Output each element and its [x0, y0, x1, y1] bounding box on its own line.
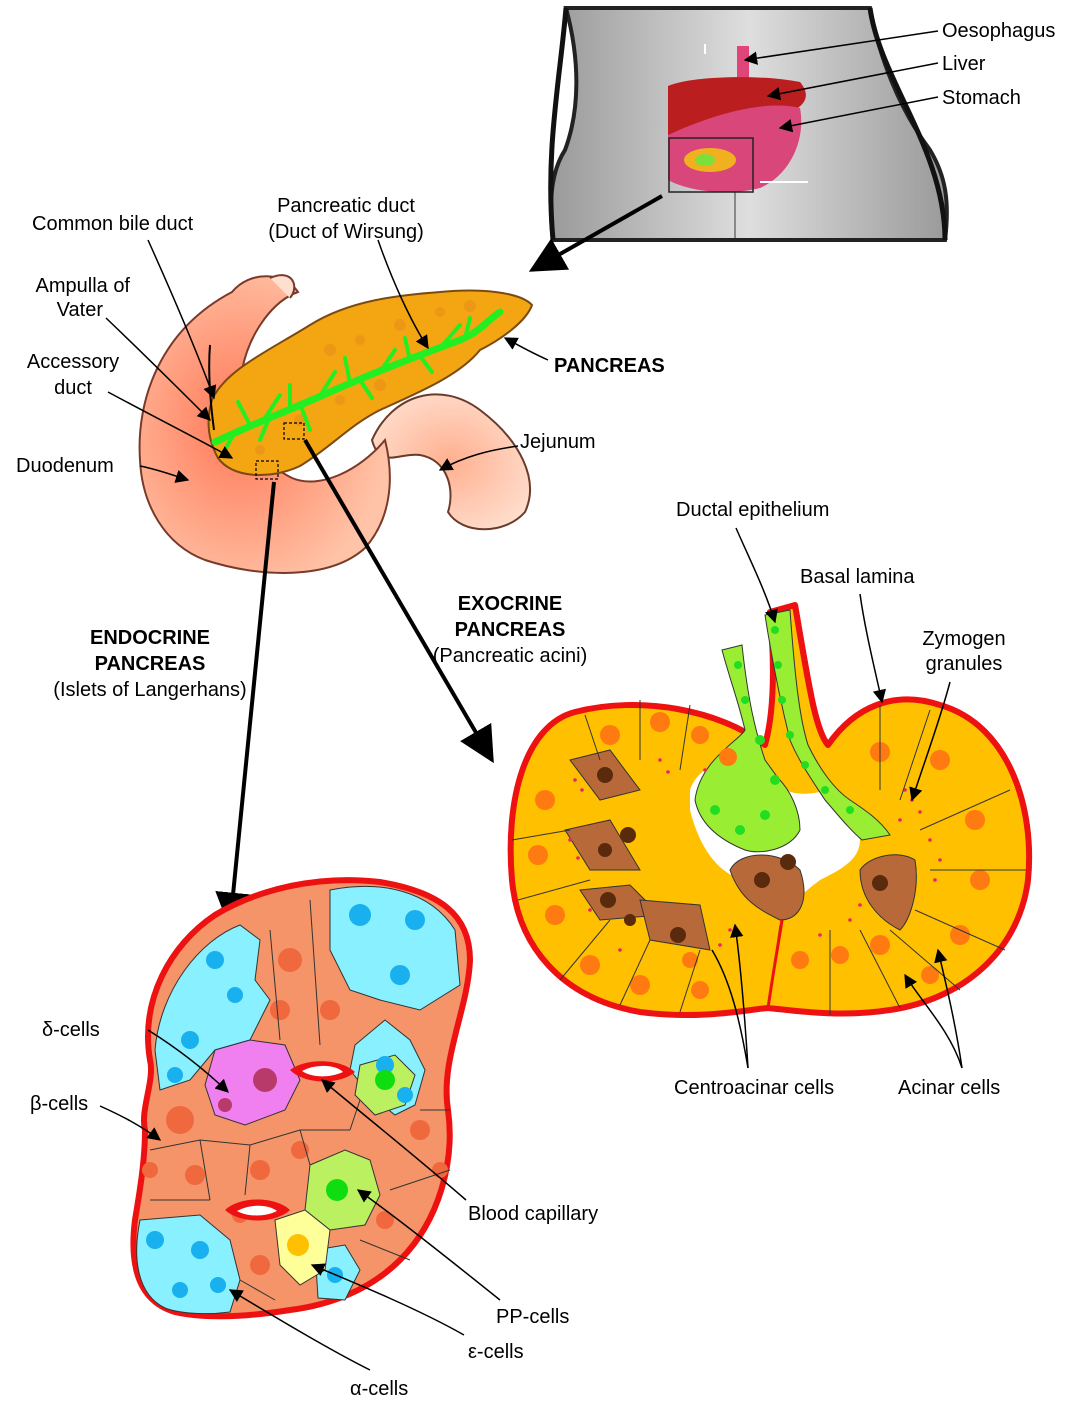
- alpha-cells-label: α-cells: [350, 1377, 408, 1401]
- endocrine-title-line2: PANCREAS: [60, 652, 240, 676]
- pancreas-label: PANCREAS: [554, 354, 665, 378]
- ampulla-label-line1: Ampulla of: [0, 274, 130, 298]
- oesophagus-label: Oesophagus: [942, 19, 1055, 43]
- duct-of-wirsung-label: (Duct of Wirsung): [246, 220, 446, 244]
- gross-pancreas-figure: [140, 275, 532, 573]
- torso-figure: [551, 8, 947, 240]
- beta-cells-label: β-cells: [30, 1092, 88, 1116]
- pp-cells-label: PP-cells: [496, 1305, 569, 1329]
- common-bile-duct-label: Common bile duct: [32, 212, 193, 236]
- ductal-epithelium-label: Ductal epithelium: [676, 498, 829, 522]
- liver-label: Liver: [942, 52, 985, 76]
- delta-nucleus: [253, 1068, 277, 1092]
- centroacinar-label: Centroacinar cells: [674, 1076, 834, 1100]
- epsilon-cells-label: ε-cells: [468, 1340, 524, 1364]
- zymogen-label-line1: Zymogen: [904, 627, 1024, 651]
- basal-lamina-label: Basal lamina: [800, 565, 915, 589]
- zymogen-label-line2: granules: [904, 652, 1024, 676]
- endocrine-subtitle: (Islets of Langerhans): [0, 678, 300, 702]
- jejunum-label: Jejunum: [520, 430, 596, 454]
- ampulla-label-line2: Vater: [0, 298, 103, 322]
- exocrine-title-line1: EXOCRINE: [430, 592, 590, 616]
- accessory-duct-label-line1: Accessory: [10, 350, 136, 374]
- pp-nucleus: [326, 1179, 348, 1201]
- accessory-duct-label-line2: duct: [10, 376, 136, 400]
- pancreatic-duct-label: Pancreatic duct: [246, 194, 446, 218]
- endocrine-title-line1: ENDOCRINE: [60, 626, 240, 650]
- islet-figure: [133, 880, 470, 1316]
- delta-nucleus-small: [218, 1098, 232, 1112]
- jejunum-shape: [372, 394, 530, 529]
- exocrine-subtitle: (Pancreatic acini): [420, 644, 600, 668]
- pp-nucleus-top: [375, 1070, 395, 1090]
- epsilon-nucleus: [287, 1234, 309, 1256]
- stomach-label: Stomach: [942, 86, 1021, 110]
- duodenum-label: Duodenum: [16, 454, 114, 478]
- blood-capillary-label: Blood capillary: [468, 1202, 598, 1226]
- exocrine-title-line2: PANCREAS: [430, 618, 590, 642]
- acinar-label: Acinar cells: [898, 1076, 1000, 1100]
- delta-cells-label: δ-cells: [42, 1018, 100, 1042]
